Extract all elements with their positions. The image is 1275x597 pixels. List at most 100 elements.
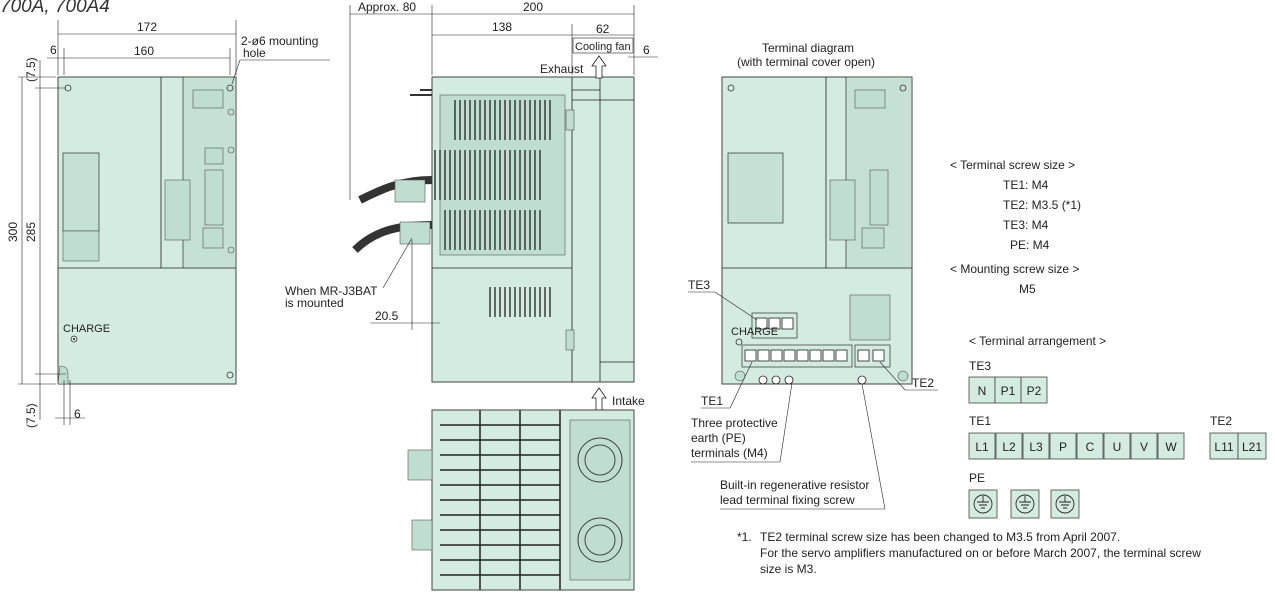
terminal-cell-label: P1 — [1001, 384, 1016, 398]
terminal-cell-label: L2 — [1002, 440, 1016, 454]
terminal-cell-label: N — [978, 384, 987, 398]
front-dimensions: 172 160 6 2-ø6 mounting hole 300 285 (7.… — [6, 20, 330, 428]
mounting-heading: < Mounting screw size > — [950, 262, 1079, 276]
arr-te3-label: TE3 — [969, 359, 991, 373]
terminal-cell — [994, 376, 1022, 404]
pe-callout-1: Three protective — [691, 416, 778, 430]
screw-pe: PE: M4 — [1010, 238, 1050, 252]
terminal-arrangement: < Terminal arrangement > TE3 N P1 P2 TE1 L… — [968, 334, 1267, 519]
screw-size-block: < Terminal screw size > TE1: M4 TE2: M3.… — [950, 158, 1081, 296]
exhaust-label: Exhaust — [540, 62, 584, 76]
pe-callout-2: earth (PE) — [691, 431, 746, 445]
terminal-cell-label: P2 — [1027, 384, 1042, 398]
screw-te1: TE1: M4 — [1003, 178, 1049, 192]
terminal-cell-label: P — [1059, 440, 1067, 454]
dim-172: 172 — [137, 20, 157, 34]
terminal-cell-label: L3 — [1029, 440, 1043, 454]
mounting-size: M5 — [1019, 282, 1036, 296]
dim-6-bottom: 6 — [74, 407, 81, 421]
screw-te2: TE2: M3.5 (*1) — [1003, 198, 1081, 212]
te3-callout: TE3 — [688, 278, 710, 292]
front-label-plate — [62, 152, 100, 232]
front-view: CHARGE — [57, 76, 237, 385]
dim-300: 300 — [6, 222, 20, 242]
earth-icon — [1055, 494, 1075, 514]
terminal-cell — [968, 376, 996, 404]
terminal-cell — [1076, 432, 1104, 460]
title-partial: 700A, 700A4 — [0, 0, 110, 17]
terminal-cell — [1237, 432, 1267, 460]
terminal-cell-label: W — [1165, 440, 1177, 454]
terminal-title-2: (with terminal cover open) — [737, 55, 875, 69]
pe-cell — [1050, 489, 1080, 519]
terminal-view: CHARGE — [721, 76, 913, 385]
dim-7-5-top: (7.5) — [24, 57, 38, 82]
dim-6-side: 6 — [643, 43, 650, 57]
hole-label: 2-ø6 mounting — [241, 34, 318, 48]
note-line-1: TE2 terminal screw size has been changed… — [760, 530, 1120, 544]
terminal-cell-label: L11 — [1214, 440, 1233, 454]
earth-icon — [973, 494, 993, 514]
dim-160: 160 — [134, 44, 154, 58]
mount-hole-top-right — [226, 84, 234, 92]
charge-lamp — [70, 335, 78, 343]
side-vent-grille — [434, 100, 551, 317]
earth-icon — [1015, 494, 1035, 514]
pe-callout-3: terminals (M4) — [691, 446, 768, 460]
hole-label-2: hole — [243, 46, 266, 60]
pe-cell — [968, 489, 998, 519]
terminal-cell — [995, 432, 1023, 460]
note-line-3: size is M3. — [760, 562, 817, 576]
front-charge-label: CHARGE — [63, 323, 110, 335]
terminal-cell-label: L21 — [1242, 440, 1262, 454]
regen-callout-1: Built-in regenerative resistor — [720, 478, 869, 492]
dim-200: 200 — [523, 0, 543, 14]
terminal-cell-label: V — [1140, 440, 1148, 454]
intake-label: Intake — [612, 394, 645, 408]
cooling-fan-label: Cooling fan — [575, 41, 631, 53]
arrangement-heading: < Terminal arrangement > — [969, 334, 1106, 348]
terminal-cell — [1209, 432, 1239, 460]
screw-heading: < Terminal screw size > — [950, 158, 1075, 172]
dim-approx-80: Approx. 80 — [358, 0, 416, 14]
footnote: *1. TE2 terminal screw size has been cha… — [737, 530, 1201, 576]
intake-arrow-icon — [591, 387, 607, 411]
terminal-cell-label: L1 — [975, 440, 989, 454]
bottom-view — [407, 409, 635, 591]
dim-285: 285 — [24, 222, 38, 242]
screw-te3: TE3: M4 — [1003, 218, 1049, 232]
note-line-2: For the servo amplifiers manufactured on… — [760, 546, 1201, 560]
terminal-charge-label: CHARGE — [731, 326, 778, 338]
side-dimensions: Approx. 80 200 138 62 Cooling fan 6 Exha… — [285, 0, 658, 411]
battery-label-1: When MR-J3BAT — [285, 284, 378, 298]
dim-62: 62 — [596, 22, 610, 36]
terminal-cell — [1049, 432, 1077, 460]
arr-te1-label: TE1 — [969, 414, 991, 428]
terminal-cell — [1103, 432, 1131, 460]
terminal-cell — [1022, 432, 1050, 460]
terminal-title-1: Terminal diagram — [762, 41, 854, 55]
dim-6-top: 6 — [50, 43, 57, 57]
terminal-cell — [1157, 432, 1185, 460]
pe-terminals — [968, 489, 1080, 519]
dim-138: 138 — [492, 20, 512, 34]
side-view — [352, 76, 635, 383]
exhaust-arrow-icon — [591, 55, 607, 79]
terminal-cell-label: C — [1086, 440, 1095, 454]
te1-callout: TE1 — [701, 394, 723, 408]
terminal-cell — [1020, 376, 1048, 404]
arr-pe-label: PE — [969, 471, 985, 485]
arr-te2-label: TE2 — [1210, 414, 1232, 428]
battery-label-2: is mounted — [285, 296, 344, 310]
dim-20-5: 20.5 — [375, 309, 399, 323]
pe-cell — [1010, 489, 1040, 519]
terminal-cell — [968, 432, 996, 460]
regen-callout-2: lead terminal fixing screw — [720, 493, 855, 507]
note-mark: *1. — [737, 530, 752, 544]
te2-callout: TE2 — [912, 376, 934, 390]
dim-7-5-bottom: (7.5) — [24, 403, 38, 428]
terminal-cell — [1130, 432, 1158, 460]
terminal-callouts: TE3 TE1 TE2 Three protective earth (PE) … — [688, 278, 938, 510]
terminal-cell-label: U — [1113, 440, 1122, 454]
